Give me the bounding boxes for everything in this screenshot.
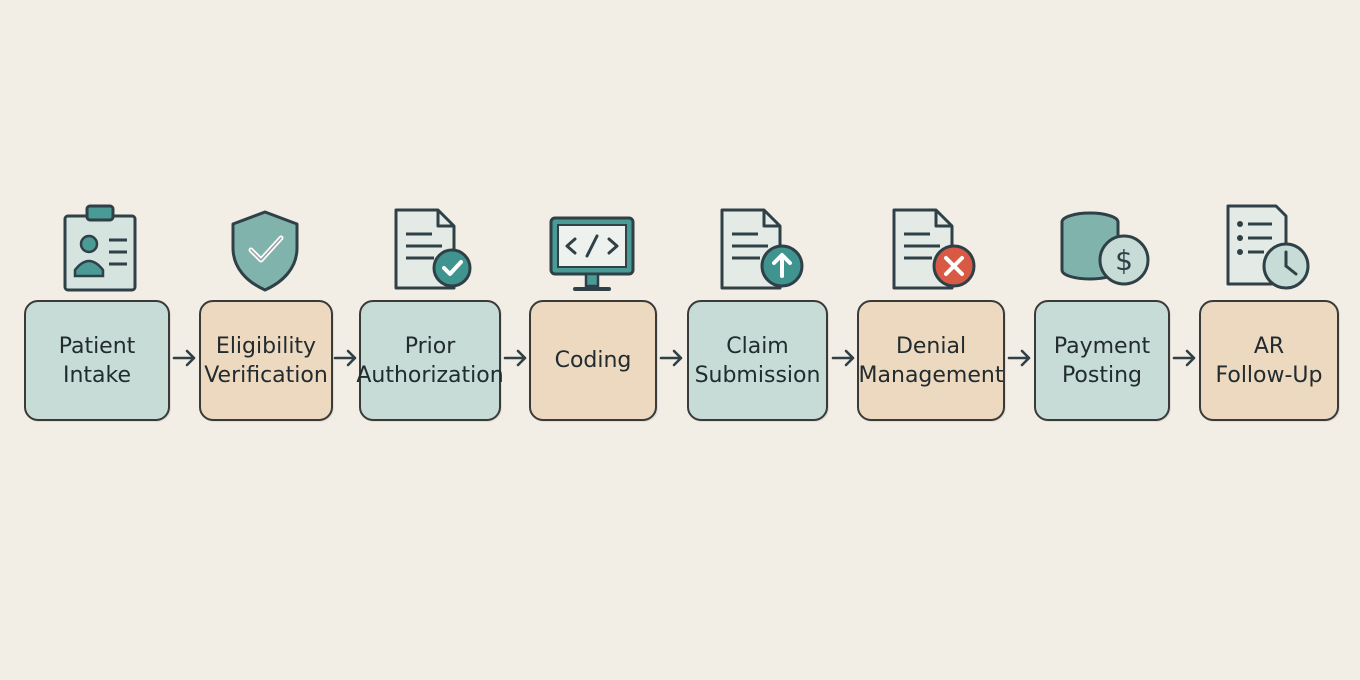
document-denied-icon <box>880 198 980 294</box>
arrow-right-icon <box>172 348 198 368</box>
step-label-line1: Payment <box>1053 333 1151 359</box>
step-label-line2: Submission <box>694 362 821 388</box>
step-label-line1: AR <box>1253 333 1285 359</box>
arrow-right-icon <box>333 348 359 368</box>
step-label-line2: Authorization <box>356 362 504 388</box>
step-label-line1: Eligibility <box>215 333 317 359</box>
arrow-right-icon <box>1172 348 1198 368</box>
step-label-line1: Denial <box>895 333 967 359</box>
document-check-icon <box>380 198 480 294</box>
step-label-line2: Follow-Up <box>1215 362 1323 388</box>
step-box: Patient Intake <box>24 300 170 421</box>
step-box: Claim Submission <box>687 300 828 421</box>
document-upload-icon <box>708 198 808 294</box>
step-label-line2: Intake <box>62 362 131 388</box>
step-label-line2: Posting <box>1061 362 1143 388</box>
step-box: Prior Authorization <box>356 300 504 421</box>
shield-check-icon <box>215 198 315 294</box>
arrow-right-icon <box>503 348 529 368</box>
step-box: Coding <box>529 300 657 421</box>
step-label-line2: Verification <box>204 362 328 388</box>
coins-dollar-icon: $ <box>1054 198 1154 294</box>
arrow-right-icon <box>1007 348 1033 368</box>
step-box: Eligibility Verification <box>199 300 333 421</box>
step-label-line2: Management <box>858 362 1004 388</box>
step-label-line1: Claim <box>726 333 789 359</box>
step-box: Payment Posting <box>1034 300 1170 421</box>
code-monitor-icon <box>542 198 642 294</box>
step-label-line1: Patient <box>58 333 136 359</box>
svg-text:$: $ <box>1115 244 1133 277</box>
arrow-right-icon <box>831 348 857 368</box>
step-label-line1: Prior <box>404 333 456 359</box>
step-label-line1: Coding <box>554 348 632 373</box>
step-box: AR Follow-Up <box>1199 300 1339 421</box>
arrow-right-icon <box>659 348 685 368</box>
patient-id-card-icon <box>50 198 150 294</box>
step-box: Denial Management <box>857 300 1005 421</box>
checklist-clock-icon <box>1216 198 1316 294</box>
